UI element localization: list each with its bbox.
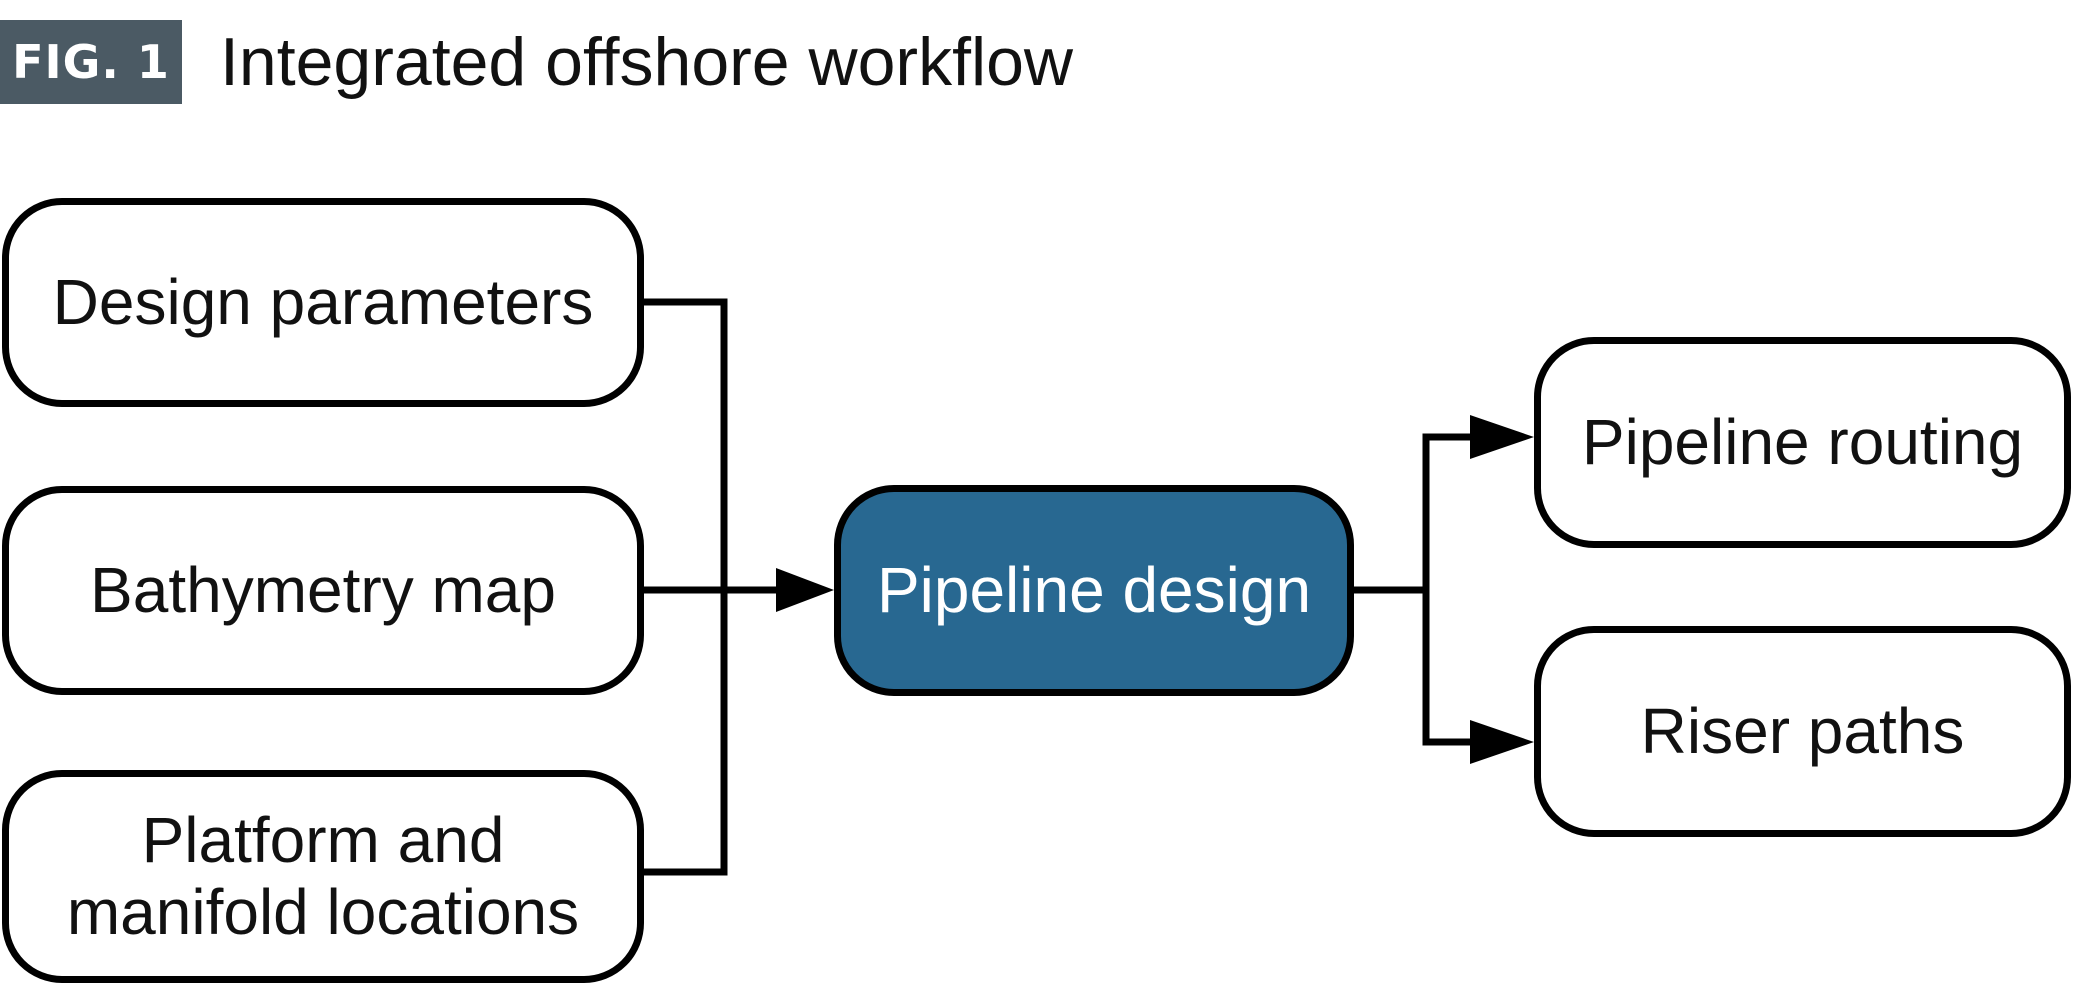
arrowhead-to-riser-paths [1470,720,1534,764]
figure-label: FIG. 1 [0,20,182,104]
node-design-parameters: Design parameters [2,198,644,407]
node-bathymetry-map: Bathymetry map [2,486,644,695]
connector-to-routing [1352,433,1474,594]
node-riser-paths: Riser paths [1534,626,2071,837]
node-pipeline-design: Pipeline design [834,485,1354,696]
connector-design-parameters [642,298,728,590]
connector-platform-locations [642,590,728,876]
connector-to-riser [1422,590,1474,746]
figure-title: Integrated offshore workflow [220,24,1073,100]
node-pipeline-routing: Pipeline routing [1534,337,2071,548]
node-platform-locations: Platform and manifold locations [2,770,644,983]
arrowhead-to-pipeline-design [776,568,834,612]
arrowhead-to-pipeline-routing [1470,415,1534,459]
